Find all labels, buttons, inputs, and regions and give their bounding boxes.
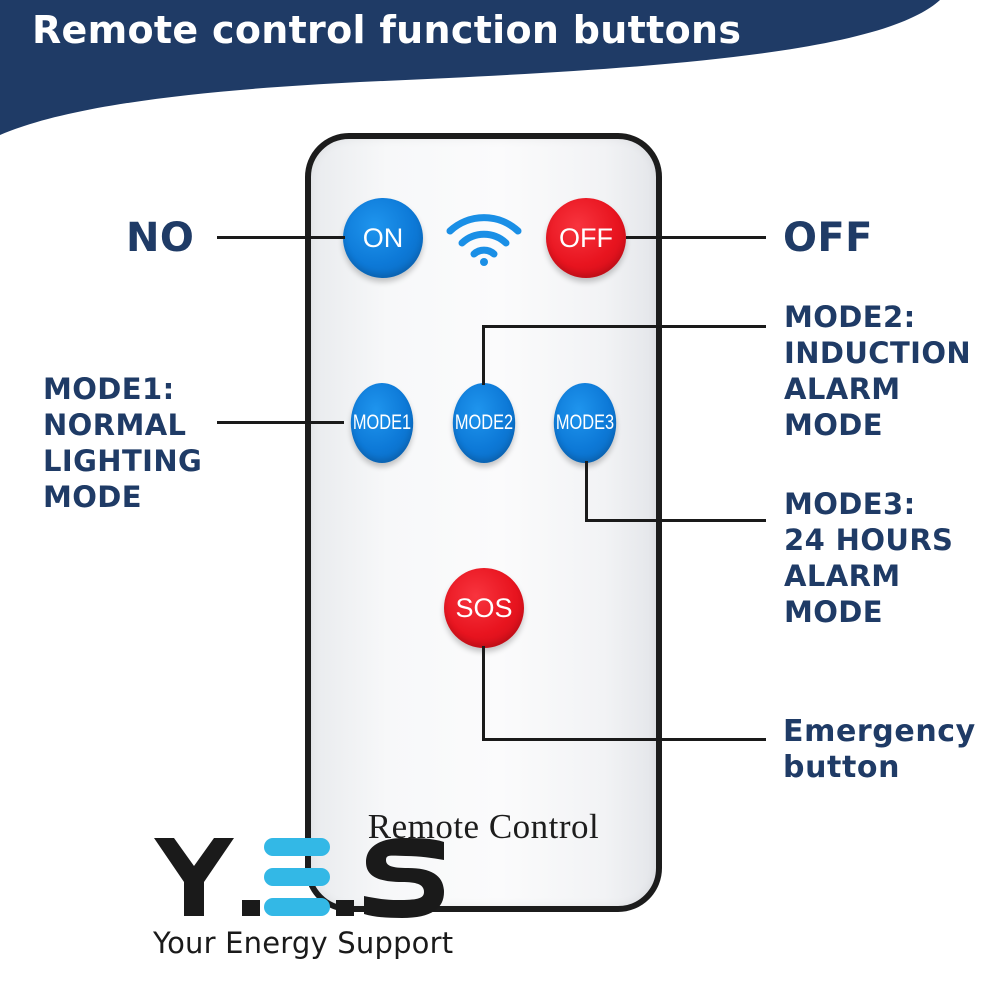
sos-leader-line-vertical [482,646,485,741]
callout-mode1-line: MODE [43,480,142,514]
on-button[interactable]: ON [343,198,423,278]
callout-mode2-line: MODE [784,408,883,442]
mode2-button-label: MODE2 [454,411,514,434]
sos-button-label: SOS [455,592,513,623]
on-leader-line [217,236,345,239]
mode1-button-label: MODE1 [352,411,412,434]
callout-mode2-line: INDUCTION [784,336,972,370]
callout-on: NO [126,215,195,261]
mode2-button[interactable]: MODE2 [452,383,516,463]
callout-mode1-line: LIGHTING [43,444,203,478]
wifi-signal-icon [446,214,522,266]
callout-sos: Emergency button [783,714,976,786]
mode1-leader-line [217,421,344,424]
page-title: Remote control function buttons [32,8,742,52]
off-leader-line [626,236,766,239]
callout-mode1: MODE1: NORMAL LIGHTING MODE [43,371,202,515]
callout-mode3-line: ALARM [784,559,901,593]
mode1-button[interactable]: MODE1 [350,383,414,463]
mode3-button-label: MODE3 [555,411,615,434]
callout-sos-line: button [783,750,901,785]
callout-mode3-line: MODE3: [784,487,916,521]
header-banner [0,0,940,135]
callout-mode2: MODE2: INDUCTION ALARM MODE [784,299,971,443]
callout-mode3: MODE3: 24 HOURS ALARM MODE [784,486,953,630]
brand-tagline: Your Energy Support [153,926,454,960]
callout-off: OFF [783,215,873,261]
callout-mode3-line: MODE [784,595,883,629]
callout-sos-line: Emergency [783,714,976,749]
mode2-leader-line-horizontal [482,325,766,328]
callout-mode1-line: NORMAL [43,408,187,442]
mode2-leader-line-vertical [482,325,485,385]
callout-mode3-line: 24 HOURS [784,523,954,557]
mode3-button[interactable]: MODE3 [553,383,617,463]
callout-mode2-line: ALARM [784,372,901,406]
callout-mode2-line: MODE2: [784,300,916,334]
off-button-label: OFF [559,222,613,253]
yes-logo [154,838,444,918]
sos-leader-line-horizontal [482,738,766,741]
sos-button[interactable]: SOS [444,568,524,648]
on-button-label: ON [362,222,404,253]
mode3-leader-line-horizontal [585,519,766,522]
callout-mode1-line: MODE1: [43,372,175,406]
mode3-leader-line-vertical [585,461,588,522]
off-button[interactable]: OFF [546,198,626,278]
